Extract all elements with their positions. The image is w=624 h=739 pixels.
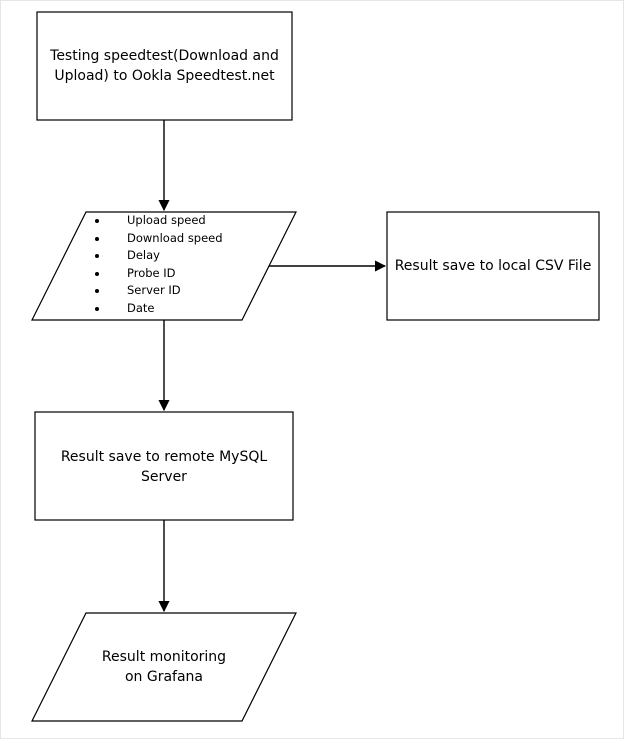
data-field-item: Download speed [95, 230, 223, 248]
process-mysql-line-2: Server [141, 469, 187, 485]
data-field-item: Delay [95, 247, 223, 265]
process-csv-line-1: Result save to local CSV File [394, 258, 592, 274]
process-mysql-label: Result save to remote MySQL Server [35, 447, 293, 487]
data-fields-list: Upload speed Download speed Delay Probe … [95, 212, 223, 317]
process-test-line-1: Testing speedtest(Download and [50, 48, 279, 64]
data-field-item: Server ID [95, 282, 223, 300]
process-csv-label: Result save to local CSV File [387, 256, 599, 276]
process-box-test [36, 11, 293, 121]
data-grafana-label: Result monitoring on Grafana [60, 647, 268, 687]
data-field-item: Probe ID [95, 265, 223, 283]
process-box-mysql [34, 411, 294, 521]
process-box-csv [386, 211, 600, 321]
process-test-line-2: Upload) to Ookla Speedtest.net [54, 68, 275, 84]
process-mysql-line-1: Result save to remote MySQL [60, 449, 268, 465]
process-test-label: Testing speedtest(Download and Upload) t… [37, 46, 292, 86]
data-parallelogram-grafana [31, 612, 297, 722]
data-grafana-line-1: Result monitoring [101, 649, 227, 665]
data-field-item: Upload speed [95, 212, 223, 230]
data-field-item: Date [95, 300, 223, 318]
data-grafana-line-2: on Grafana [124, 669, 204, 685]
